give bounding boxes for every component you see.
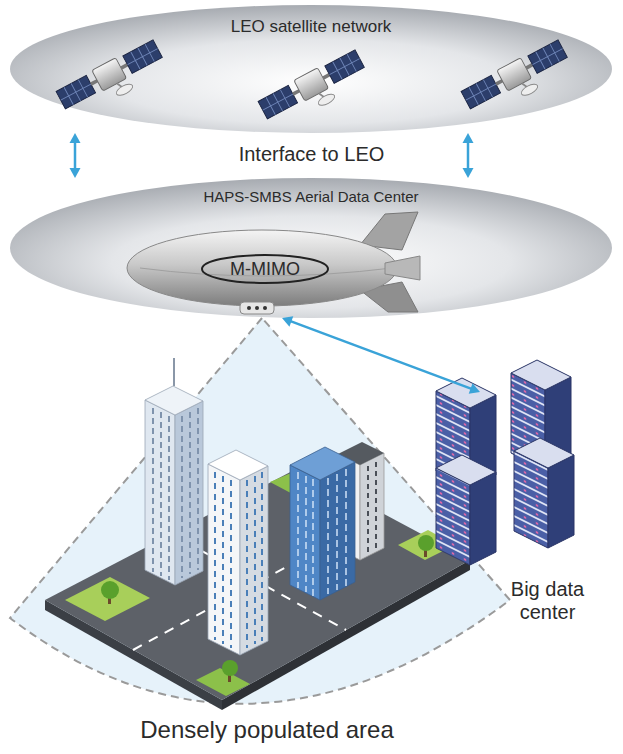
connector-line bbox=[74, 142, 77, 169]
server-racks bbox=[436, 360, 574, 565]
interface-label: Interface to LEO bbox=[239, 143, 385, 166]
trees bbox=[101, 535, 434, 682]
arrow-head bbox=[70, 133, 81, 143]
node-text: Big data center bbox=[493, 578, 603, 624]
connector-line bbox=[290, 321, 471, 389]
satellite-network-ellipse-shape bbox=[10, 5, 612, 133]
double-arrow-connector bbox=[282, 316, 480, 393]
satellite bbox=[55, 38, 169, 122]
aerial-data-center-ellipse-shape bbox=[10, 178, 612, 318]
skyscraper bbox=[145, 358, 203, 585]
interface-label-holder: Interface to LEO bbox=[0, 143, 623, 166]
white-building bbox=[208, 450, 268, 655]
double-arrow-connector bbox=[463, 133, 474, 178]
satellite bbox=[257, 48, 371, 132]
coverage-cone-shape bbox=[10, 318, 510, 704]
satellite bbox=[460, 38, 574, 122]
arrow-head bbox=[463, 168, 474, 178]
node-text: LEO satellite network bbox=[231, 17, 392, 37]
city bbox=[45, 358, 470, 710]
arrow-head bbox=[282, 316, 293, 326]
airship bbox=[127, 212, 420, 314]
arrow-head bbox=[469, 383, 480, 393]
double-arrow-connector bbox=[70, 133, 81, 178]
node-text: HAPS-SMBS Aerial Data Center bbox=[203, 188, 418, 205]
arrow-head bbox=[463, 133, 474, 143]
connector-line bbox=[467, 142, 470, 169]
node-text: M-MIMO bbox=[230, 259, 300, 280]
node-text: Densely populated area bbox=[140, 716, 394, 744]
glass-building bbox=[290, 447, 355, 600]
arrow-head bbox=[70, 168, 81, 178]
mimo-oval: M-MIMO bbox=[200, 253, 330, 285]
